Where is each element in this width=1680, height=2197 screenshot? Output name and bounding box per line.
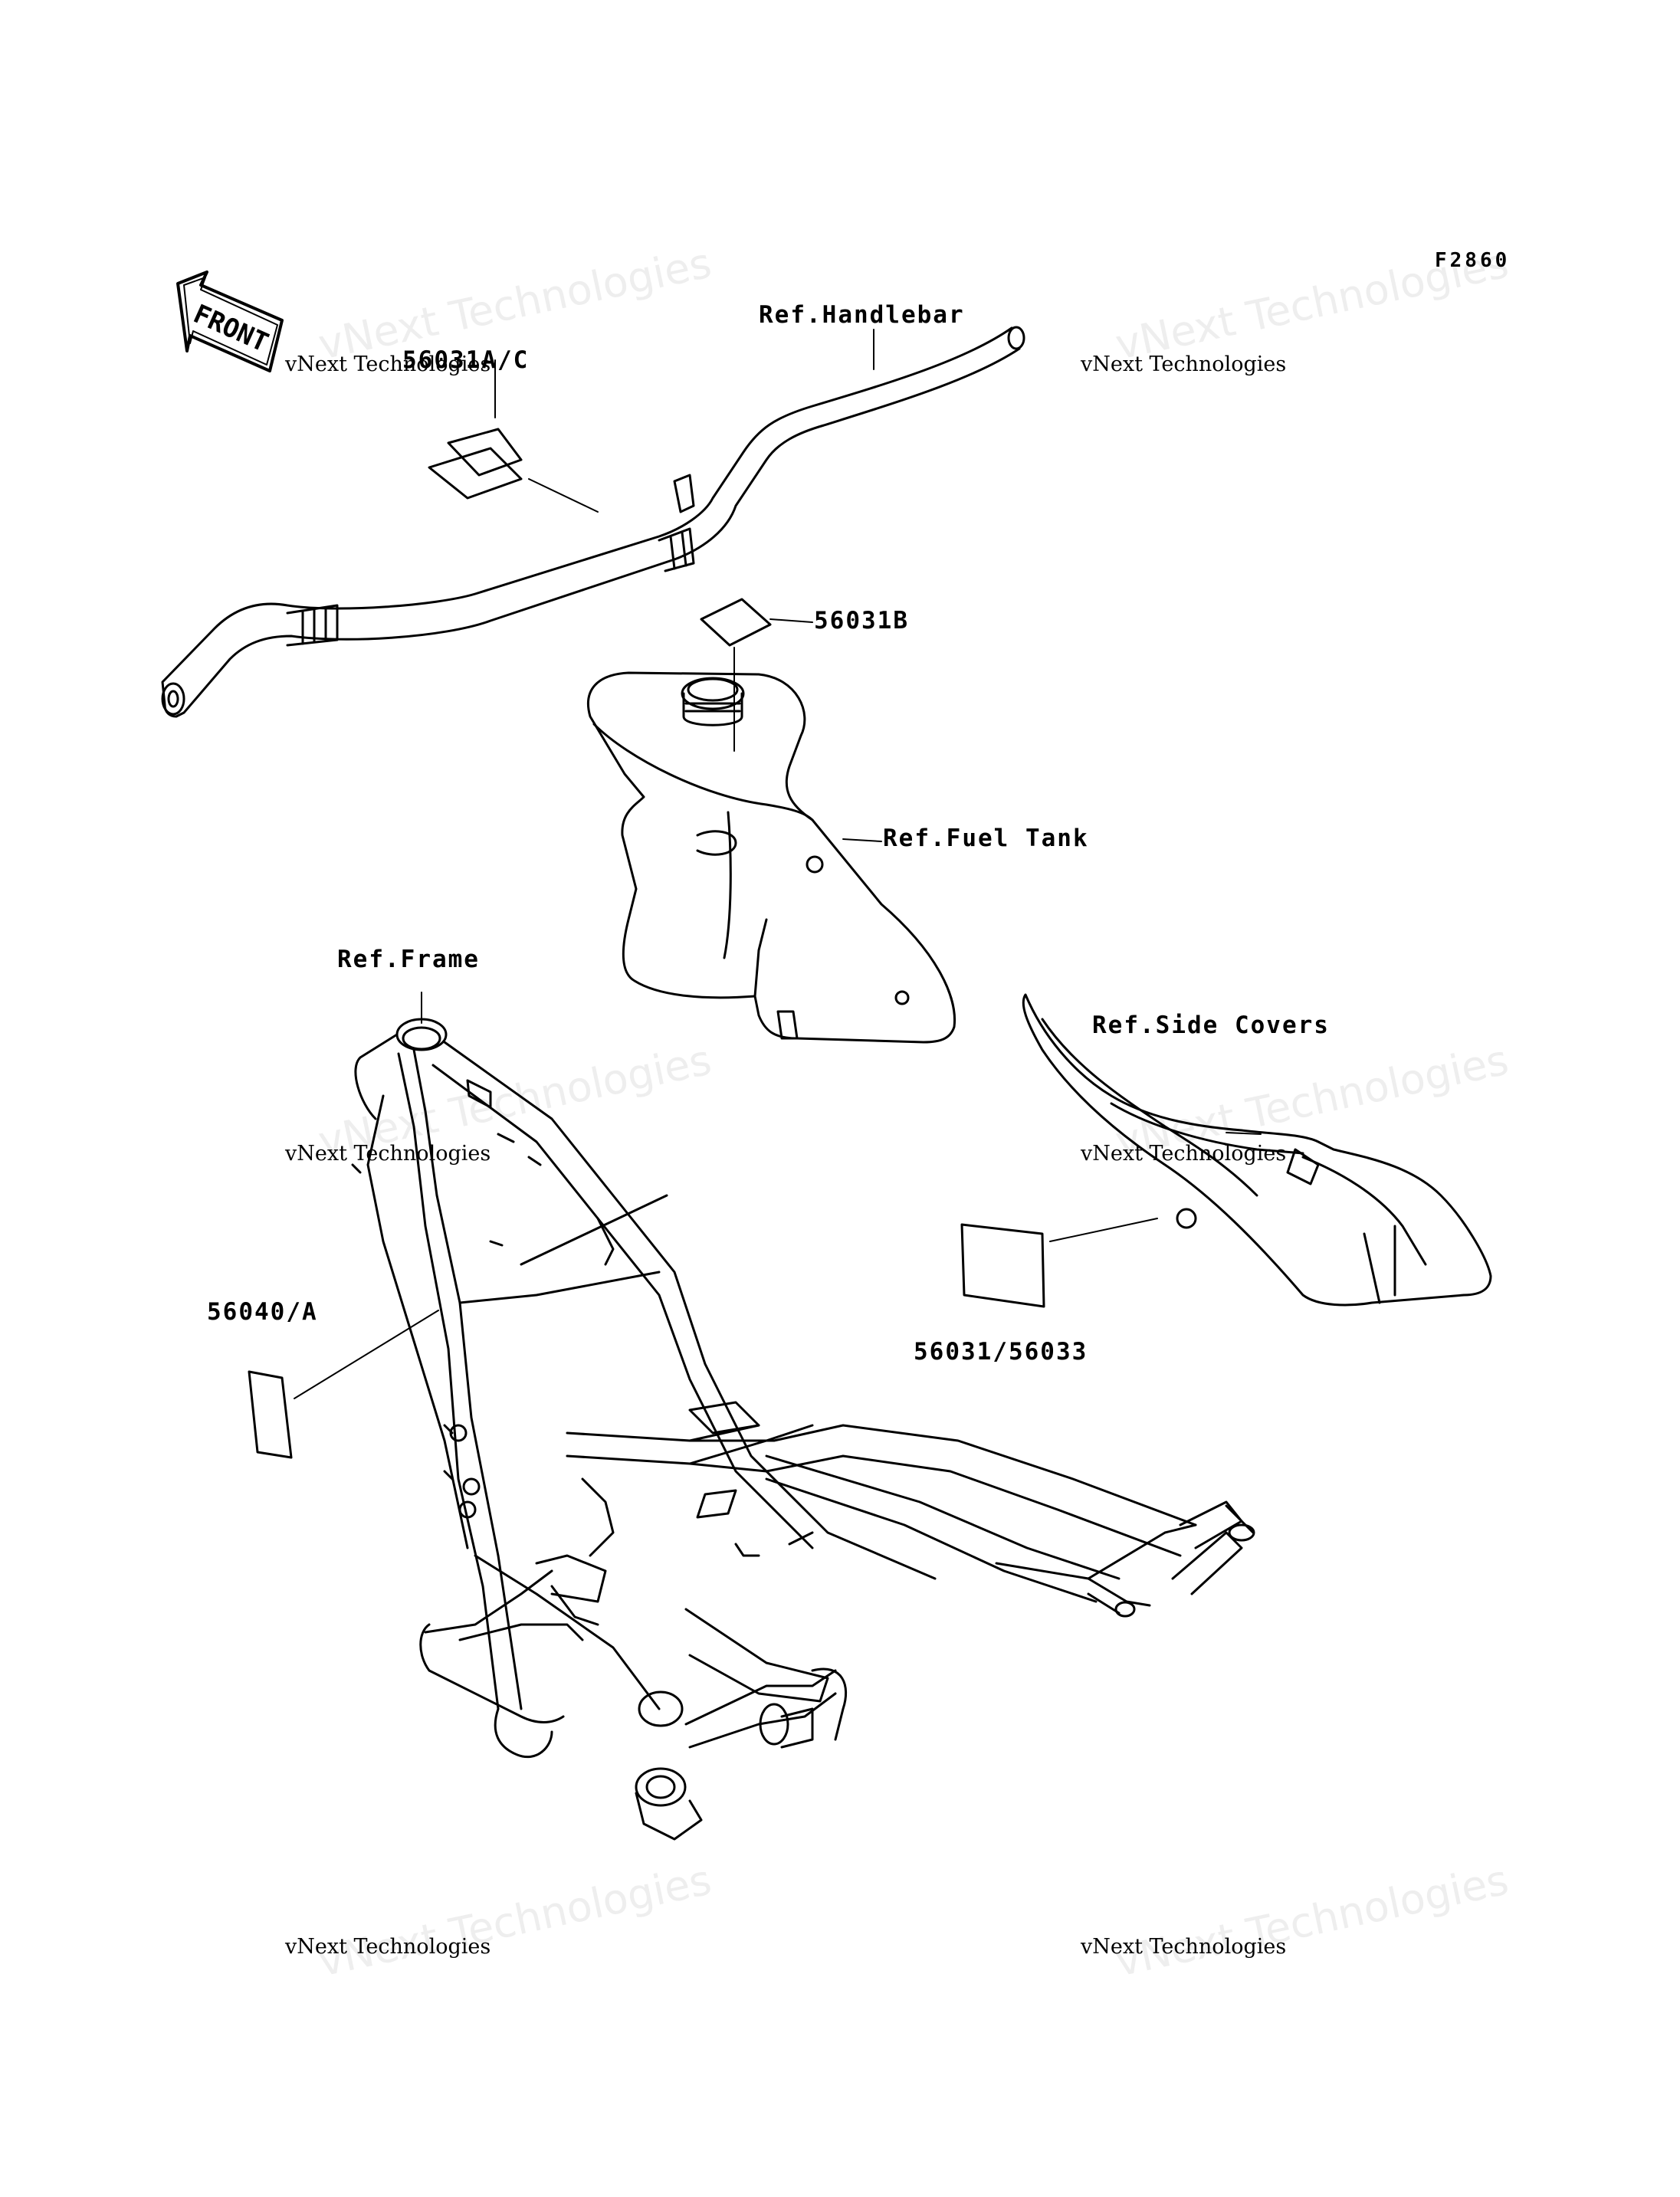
watermark: vNext Technologies [285,1142,491,1166]
front-arrow-icon: FRONT [178,272,282,371]
decal-56040a [249,1310,438,1458]
decal-56031ac [429,360,598,512]
front-arrow-label: FRONT [189,299,273,359]
decal-56031b [701,599,812,751]
callout-56031ac: 56031A/C [402,346,530,374]
callout-ref-frame: Ref.Frame [337,946,480,973]
figure-code: F2860 [1435,249,1511,272]
callout-56040a: 56040/A [207,1298,318,1326]
handlebar-drawing [162,327,1024,716]
watermark: vNext Technologies [285,353,491,376]
callout-56031b: 56031B [814,607,909,635]
watermark: vNext Technologies [1081,1935,1287,1959]
frame-drawing [353,992,1254,1839]
watermark: vNext Technologies [1081,1142,1287,1166]
callout-ref-fuel-tank: Ref.Fuel Tank [883,825,1089,852]
callout-ref-side-covers: Ref.Side Covers [1092,1012,1330,1039]
watermark: vNext Technologies [1081,353,1287,376]
decal-56031-56033 [962,1225,1044,1307]
side-cover-drawing [1023,995,1491,1305]
fuel-tank-drawing [588,673,954,1042]
watermark: vNext Technologies [285,1935,491,1959]
callout-56031-56033: 56031/56033 [914,1338,1088,1366]
callout-ref-handlebar: Ref.Handlebar [759,301,965,329]
